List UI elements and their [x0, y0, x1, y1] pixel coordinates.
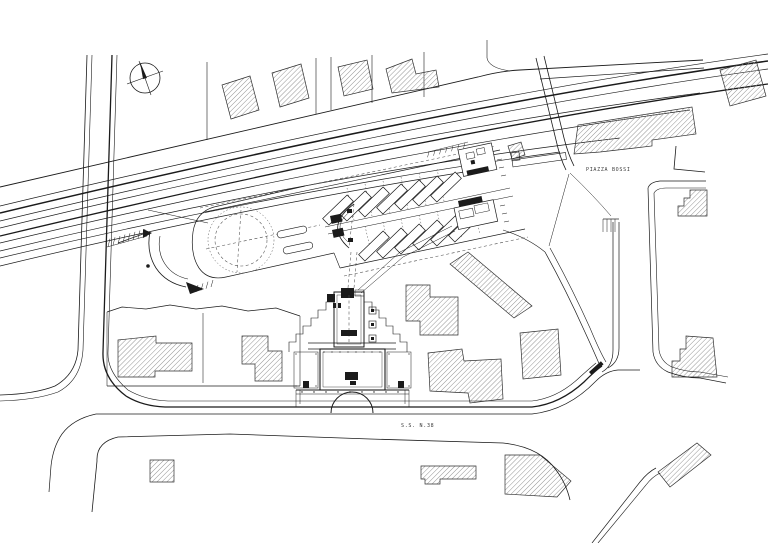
building-footprints: [117, 58, 767, 498]
building-footprint: [677, 189, 708, 217]
entrance-arch: [330, 391, 374, 414]
skylight-squares: [368, 306, 377, 343]
building-footprint: [149, 459, 175, 483]
highway-label: S.S. N.38: [401, 423, 434, 429]
north-arrow-compass-icon: [126, 60, 164, 96]
piazza-label: PIAZZA BOSSI: [586, 167, 631, 173]
bus-bay: [376, 183, 408, 215]
building-footprint: [117, 335, 193, 378]
building-footprint: [671, 335, 718, 378]
building-footprint: [449, 251, 533, 319]
building-footprint: [337, 59, 374, 97]
north-road-and-level-crossing: [0, 55, 705, 247]
pedestrian-walkway: [347, 225, 456, 294]
ramp-wedge: [186, 282, 204, 294]
traffic-islands: [276, 225, 314, 255]
bus-bay: [358, 230, 390, 262]
building-footprint: [507, 141, 526, 160]
building-footprint: [271, 63, 310, 108]
column-dots: [323, 351, 381, 353]
plot-boundary-lines: [206, 40, 706, 173]
direction-arrow-icon: [143, 229, 152, 238]
bus-bays-upper-row: [322, 171, 462, 226]
building-footprint: [385, 58, 440, 94]
building-footprint: [420, 465, 477, 485]
bus-bay: [430, 171, 462, 203]
bus-bay: [394, 223, 426, 255]
building-footprint: [241, 335, 283, 382]
terminal-kiosk: [453, 196, 510, 230]
bus-terminal: [117, 141, 529, 294]
bus-bay: [412, 219, 444, 251]
building-footprint: [519, 328, 562, 380]
building-footprint: [221, 75, 260, 120]
station-building: [288, 288, 412, 414]
piazza-wall: [510, 151, 567, 168]
building-footprint: [504, 454, 572, 498]
building-footprint: [573, 106, 697, 155]
building-footprint: [405, 284, 459, 336]
terminal-kiosk: [457, 142, 507, 177]
station-access-canopy: [330, 203, 355, 249]
roads: [0, 54, 729, 543]
bus-bay: [412, 175, 444, 207]
bus-bay: [358, 186, 390, 218]
bus-bay: [376, 227, 408, 259]
bus-bay: [322, 194, 354, 226]
platform-edge-hatch: [427, 141, 469, 158]
loop-access-road: [117, 229, 214, 294]
road-culvert-mark: [589, 361, 604, 375]
parking-ticks-street: [602, 219, 616, 232]
plan-labels: PIAZZA BOSSI S.S. N.38: [401, 167, 631, 429]
bus-bay: [394, 179, 426, 211]
turning-loop: [191, 185, 341, 279]
building-footprint: [657, 442, 712, 488]
building-footprint: [427, 348, 504, 404]
building-footprint: [719, 59, 767, 107]
